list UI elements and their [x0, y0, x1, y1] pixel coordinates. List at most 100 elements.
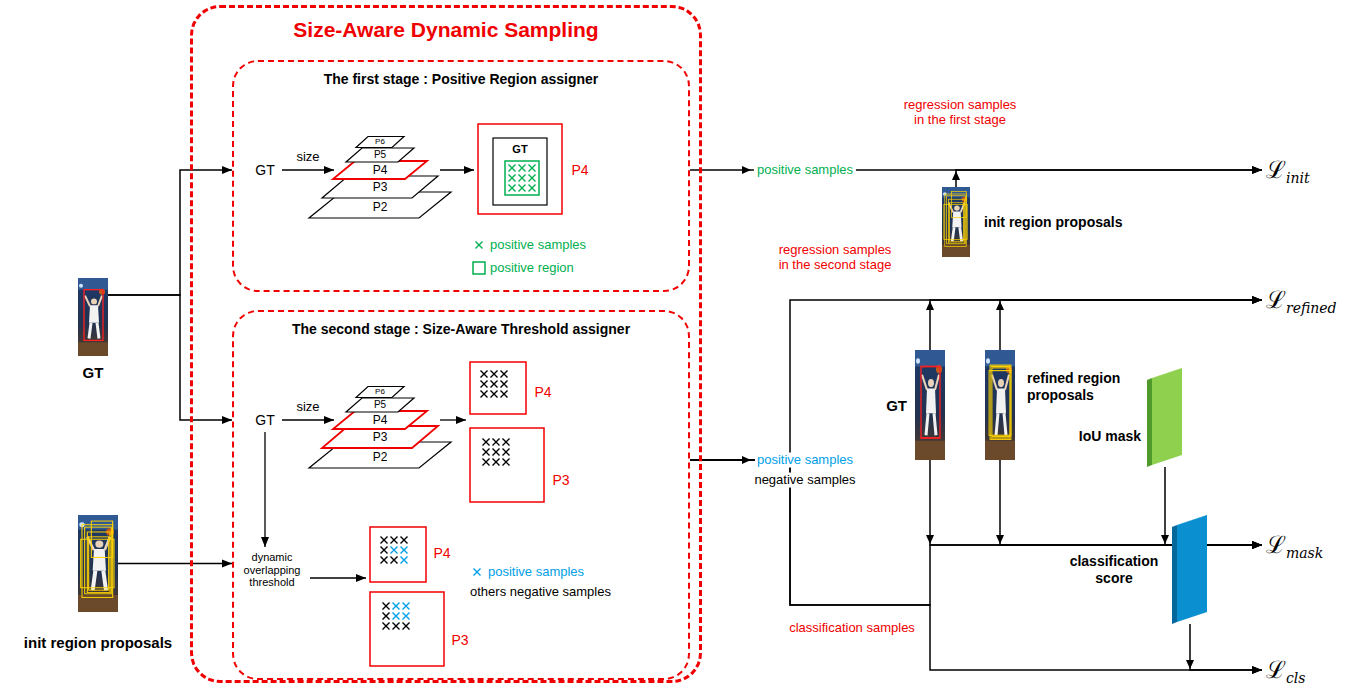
- diagram-label: regression samples in the first stage: [900, 98, 1020, 128]
- image-caption: refined region proposals: [1027, 370, 1142, 404]
- photo-node: GT: [78, 278, 108, 356]
- diagram-label: P5: [374, 149, 386, 161]
- diagram-label: P3: [451, 632, 468, 648]
- iou-mask-slab: [1147, 368, 1182, 467]
- loss-term: ℒinit: [1262, 158, 1310, 182]
- sample-grid: [381, 537, 410, 630]
- image-caption: GT: [886, 397, 907, 414]
- loss-subscript: refined: [1286, 301, 1337, 315]
- image-caption: init region proposals: [24, 634, 172, 651]
- legend-text: positive samples: [488, 564, 584, 579]
- level-box: [370, 527, 426, 582]
- connector: [690, 460, 1262, 670]
- diagram-label: GT: [255, 162, 274, 178]
- diagram-label: P3: [373, 431, 388, 445]
- level-box: [470, 428, 544, 502]
- image-caption: GT: [83, 364, 104, 381]
- classification-slab: [1172, 515, 1207, 624]
- diagram-label: P3: [552, 472, 569, 488]
- photo-node: init region proposals: [942, 187, 970, 257]
- diagram-label: size: [296, 150, 319, 165]
- stage-box: The first stage : Positive Region assign…: [232, 60, 690, 292]
- legend-entry: positive samples: [488, 565, 584, 580]
- connector: [1190, 624, 1262, 670]
- loss-subscript: init: [1286, 171, 1310, 185]
- legend-text: positive samples: [490, 237, 586, 252]
- frame-title: Size-Aware Dynamic Sampling: [193, 18, 699, 42]
- junction-arrowhead: [742, 166, 1194, 669]
- photo: [942, 187, 970, 257]
- connector: [108, 170, 232, 295]
- level-box: [370, 592, 444, 666]
- diagram-label: regression samples in the second stage: [775, 243, 895, 273]
- diagram-label: classification samples: [789, 621, 915, 636]
- loss-symbol: ℒ: [1266, 658, 1286, 682]
- legend-entry: positive region: [490, 261, 574, 276]
- diagram-label: dynamic overlapping threshold: [237, 551, 307, 589]
- level-box: [478, 124, 562, 214]
- diagram-label: GT: [255, 412, 274, 428]
- photo-node: GT: [915, 350, 945, 460]
- diagram-label: negative samples: [752, 473, 857, 488]
- photo: [985, 350, 1015, 460]
- image-caption: init region proposals: [984, 214, 1122, 230]
- photo: [78, 278, 108, 356]
- diagram-label: P4: [373, 164, 388, 178]
- feature-pyramid: [309, 387, 451, 469]
- connector: [956, 170, 1262, 187]
- loss-symbol: ℒ: [1266, 533, 1286, 557]
- connector: [1000, 460, 1262, 545]
- legend-text: positive region: [490, 260, 574, 275]
- diagram-label: P6: [375, 137, 385, 146]
- sample-grid: [509, 165, 536, 192]
- level-box: [470, 362, 526, 414]
- connector: [930, 300, 1262, 350]
- diagram-label: P4: [433, 545, 450, 561]
- loss-term: ℒcls: [1262, 658, 1306, 682]
- loss-symbol: ℒ: [1266, 158, 1286, 182]
- connector: [108, 295, 232, 420]
- arrow-line: [265, 170, 474, 578]
- diagram-label: P4: [571, 162, 588, 178]
- positive-region: [505, 161, 539, 195]
- photo-node: refined region proposals: [985, 350, 1015, 460]
- connector: [930, 460, 1262, 545]
- edge-label: positive samples: [754, 163, 856, 178]
- diagram-label: P6: [375, 387, 385, 396]
- diagram-label: GT: [512, 143, 527, 156]
- legend-text: others negative samples: [470, 584, 611, 599]
- legend-cross: [474, 569, 481, 576]
- slab-caption: classification score: [1064, 553, 1164, 587]
- stage-box: The second stage : Size-Aware Threshold …: [232, 310, 690, 680]
- loss-subscript: cls: [1286, 671, 1306, 685]
- diagram-label: P2: [373, 451, 388, 465]
- slab-caption: IoU mask: [1079, 428, 1141, 444]
- stage-heading: The first stage : Positive Region assign…: [234, 71, 688, 87]
- sample-grid: [481, 371, 510, 466]
- diagram-label: P4: [373, 414, 388, 428]
- diagram-label: P3: [373, 181, 388, 195]
- legend-entry: others negative samples: [470, 585, 611, 600]
- legend-square: [473, 262, 485, 274]
- loss-term: ℒrefined: [1262, 288, 1337, 312]
- legend-entry: positive samples: [490, 238, 586, 253]
- loss-term: ℒmask: [1262, 533, 1323, 557]
- legend-cross: [476, 242, 483, 249]
- connector: [1000, 300, 1262, 350]
- diagram-label: P2: [373, 201, 388, 215]
- diagram-label: size: [296, 400, 319, 415]
- photo: [915, 350, 945, 460]
- photo: [78, 515, 118, 612]
- connector: [118, 563, 232, 565]
- stage-heading: The second stage : Size-Aware Threshold …: [234, 321, 688, 337]
- diagram-label: P5: [374, 399, 386, 411]
- loss-symbol: ℒ: [1266, 288, 1286, 312]
- diagram-label: positive samples: [755, 453, 855, 468]
- diagram-label: P4: [534, 384, 551, 400]
- gt-box: [493, 138, 547, 205]
- mask-slab: IoU mask: [1147, 368, 1182, 467]
- photo-node: init region proposals: [78, 515, 118, 612]
